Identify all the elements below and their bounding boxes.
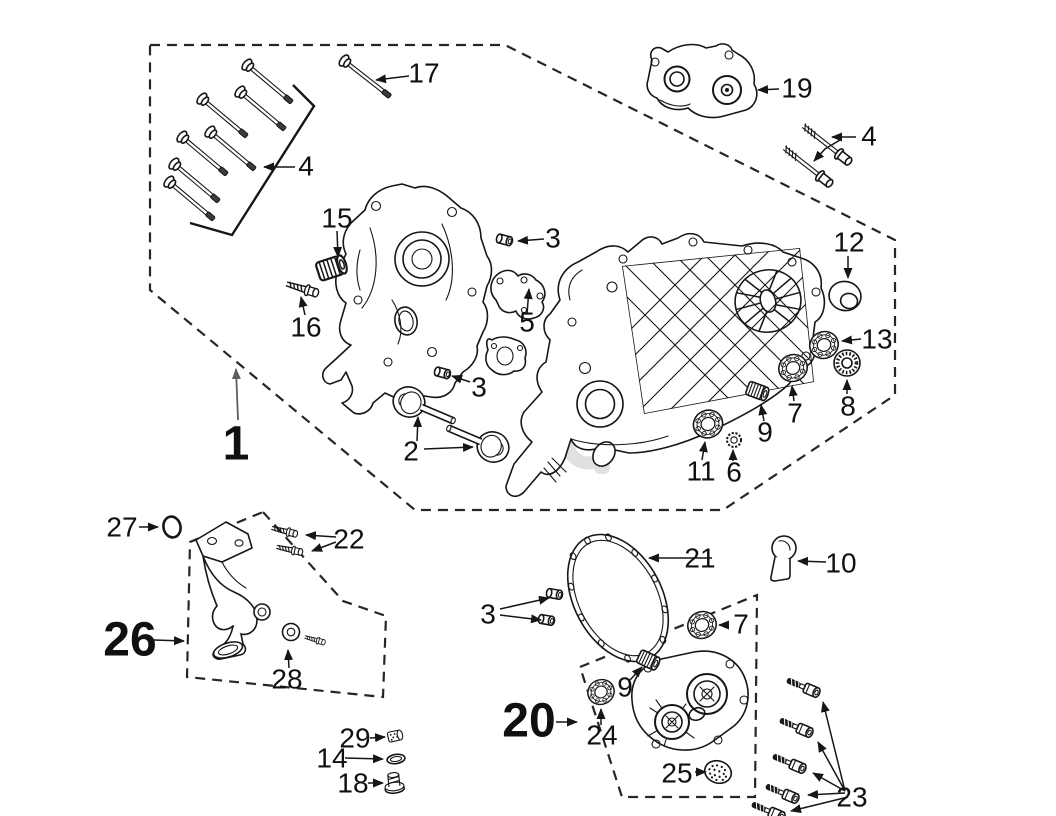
group-1-label: 1	[223, 418, 250, 471]
part-28-washer-screw	[281, 622, 327, 647]
callout-11-label: 11	[686, 456, 715, 487]
part-right-crankcase-half	[505, 232, 826, 498]
callout-labels: 17 4 15 16 3 5 3 2 12 13 8 7 9 11 6 19 4…	[103, 58, 892, 813]
part-5-gasket	[485, 269, 546, 376]
callout-18-label: 18	[337, 768, 368, 799]
callout-17-label: 17	[408, 58, 439, 89]
part-17-stud-bolt	[336, 52, 395, 103]
part-14-o-ring	[386, 753, 406, 765]
group-20-label: 20	[502, 695, 555, 748]
part-27-o-ring	[162, 515, 182, 539]
callout-9a-label: 9	[757, 417, 773, 448]
group-26-outline	[185, 510, 388, 699]
leader-28	[284, 649, 294, 669]
callout-4b-label: 4	[861, 121, 877, 152]
callout-28-label: 28	[271, 664, 302, 695]
part-8-needle-bearing	[833, 349, 861, 377]
leader-10	[797, 556, 827, 566]
leader-9b	[629, 666, 643, 681]
part-26-water-elbow	[195, 521, 271, 660]
leader-5	[523, 288, 533, 315]
callout-22-label: 22	[333, 524, 364, 555]
part-3-dowel-a	[494, 232, 515, 248]
callout-13-label: 13	[861, 324, 892, 355]
leader-2b	[423, 442, 474, 452]
leader-3b	[451, 374, 471, 384]
leader-1	[231, 368, 241, 421]
callout-7b-label: 7	[733, 609, 749, 640]
leader-17	[375, 74, 410, 84]
leader-14	[344, 754, 384, 764]
callout-23-label: 23	[836, 782, 867, 813]
callout-6-label: 6	[726, 457, 742, 488]
leader-13	[841, 335, 862, 345]
callout-2-label: 2	[403, 436, 419, 467]
fan-boss	[734, 269, 802, 333]
leader-22b	[311, 541, 337, 552]
leader-16	[298, 296, 308, 316]
callout-21-label: 21	[684, 543, 715, 574]
group-1-outline	[148, 43, 897, 512]
callout-3b-label: 3	[471, 372, 487, 403]
leader-15	[333, 230, 343, 258]
callout-3a-label: 3	[545, 223, 561, 254]
leader-lines	[139, 74, 862, 813]
callout-12-label: 12	[833, 227, 864, 258]
leader-7a	[788, 385, 798, 402]
leader-3c2	[499, 614, 542, 624]
leader-26	[153, 636, 185, 646]
callout-24-label: 24	[586, 720, 617, 751]
callout-14-label: 14	[316, 743, 347, 774]
callout-27-label: 27	[106, 512, 137, 543]
leader-11	[698, 441, 708, 461]
part-21-gasket	[566, 533, 670, 663]
leader-23-fan	[790, 701, 849, 813]
part-6-serrated-nut	[726, 432, 742, 448]
part-19-cover	[646, 43, 758, 119]
part-16-screw	[284, 278, 321, 300]
callout-7a-label: 7	[787, 398, 803, 429]
part-18-drain-plug	[384, 772, 405, 795]
part-12-bushing	[828, 280, 862, 312]
part-29-strainer	[386, 729, 404, 743]
part-4-stud-bolts	[161, 56, 316, 237]
callout-9b-label: 9	[617, 672, 633, 703]
leader-4-top-right-branch	[813, 139, 841, 162]
leader-9a	[758, 404, 768, 422]
callout-25-label: 25	[661, 758, 692, 789]
leader-19	[757, 85, 780, 95]
callout-3c-label: 3	[480, 599, 496, 630]
callout-4a-label: 4	[298, 151, 314, 182]
group-26-label: 26	[103, 614, 156, 667]
part-4-bolts-top-right	[780, 120, 856, 191]
callout-10-label: 10	[825, 548, 856, 579]
callout-16-label: 16	[290, 312, 321, 343]
leader-3c1	[499, 595, 550, 610]
leader-2a	[413, 416, 423, 442]
leader-3a	[517, 235, 545, 245]
part-left-crankcase-half	[321, 183, 493, 415]
callout-29-label: 29	[339, 723, 370, 754]
part-10-plug	[770, 535, 797, 582]
callout-5-label: 5	[519, 307, 535, 338]
part-25-strainer-disc	[703, 759, 733, 785]
leader-29	[369, 733, 386, 743]
lattice-ribs	[622, 248, 814, 414]
part-24-bearing	[583, 674, 619, 710]
callout-15-label: 15	[321, 203, 352, 234]
callout-19-label: 19	[781, 73, 812, 104]
leader-22a	[305, 531, 337, 541]
callout-8-label: 8	[840, 391, 856, 422]
